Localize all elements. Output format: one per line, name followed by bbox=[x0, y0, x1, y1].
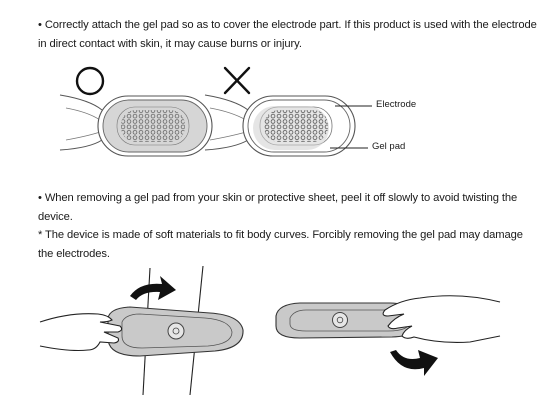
instruction-remove-line: • When removing a gel pad from your skin… bbox=[38, 192, 518, 223]
electrode-label: Electrode bbox=[376, 99, 417, 110]
removal-illustration-left bbox=[39, 265, 244, 396]
device-without-gel-pad bbox=[204, 94, 372, 157]
cross-ng-icon bbox=[223, 66, 251, 95]
removal-illustration-right bbox=[275, 295, 501, 376]
circle-ok-icon bbox=[75, 66, 105, 96]
hand-icon bbox=[382, 295, 501, 343]
device-button bbox=[167, 322, 185, 340]
device-with-gel-pad bbox=[59, 94, 213, 157]
instruction-attach-gel-pad: • Correctly attach the gel pad so as to … bbox=[38, 19, 537, 50]
instruction-remove-gel-pad: • When removing a gel pad from your skin… bbox=[38, 189, 538, 263]
hand-icon bbox=[39, 313, 123, 352]
rotate-arrow-icon bbox=[390, 350, 438, 376]
gel-pad-label: Gel pad bbox=[372, 141, 406, 152]
instruction-note: * The device is made of soft materials t… bbox=[38, 229, 523, 260]
rotate-arrow-icon bbox=[130, 276, 176, 300]
